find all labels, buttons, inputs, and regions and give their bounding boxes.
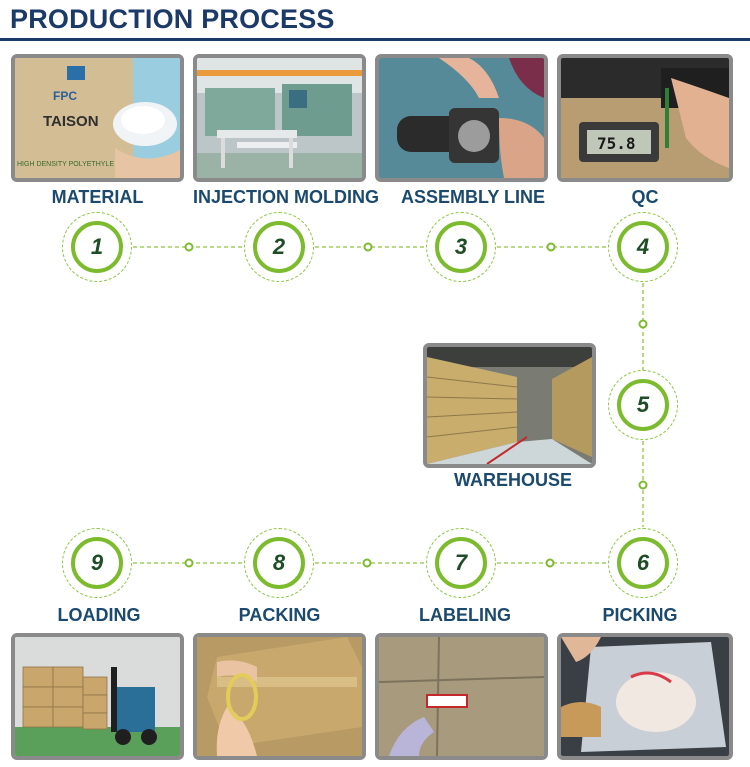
step-7-number: 7 xyxy=(435,537,487,589)
step-8-label: PACKING xyxy=(193,605,366,626)
step-7-marker: 7 xyxy=(426,528,496,598)
title-underline xyxy=(0,38,750,41)
connector-dot xyxy=(548,244,555,251)
step-4-number: 4 xyxy=(617,221,669,273)
connector-dot xyxy=(186,244,193,251)
connector-dot xyxy=(547,560,554,567)
connector-dot xyxy=(640,482,647,489)
step-5-label: WAREHOUSE xyxy=(423,470,603,491)
step-2-number: 2 xyxy=(253,221,305,273)
step-1-label: MATERIAL xyxy=(11,187,184,208)
material-name-text: TAISON xyxy=(43,113,99,130)
step-7-label: LABELING xyxy=(375,605,555,626)
step-9-number: 9 xyxy=(71,537,123,589)
connector-dot xyxy=(186,560,193,567)
assembly-line-photo xyxy=(375,54,548,182)
connector-dot xyxy=(365,244,372,251)
qc-reading-text: 75.8 xyxy=(597,134,636,153)
connector-dot xyxy=(364,560,371,567)
step-8-marker: 8 xyxy=(244,528,314,598)
material-desc-text: HIGH DENSITY POLYETHYLE xyxy=(17,161,114,168)
step-6-marker: 6 xyxy=(608,528,678,598)
step-8-number: 8 xyxy=(253,537,305,589)
connector-dot xyxy=(640,321,647,328)
material-brand-text: FPC xyxy=(53,89,77,103)
step-9-marker: 9 xyxy=(62,528,132,598)
step-1-number: 1 xyxy=(71,221,123,273)
step-3-label: ASSEMBLY LINE xyxy=(375,187,571,208)
step-4-label: QC xyxy=(557,187,733,208)
step-2-label: INJECTION MOLDING xyxy=(186,187,386,208)
loading-photo xyxy=(11,633,184,760)
step-6-label: PICKING xyxy=(557,605,723,626)
packing-photo xyxy=(193,633,366,760)
step-6-number: 6 xyxy=(617,537,669,589)
step-3-marker: 3 xyxy=(426,212,496,282)
step-5-number: 5 xyxy=(617,379,669,431)
qc-photo: 75.8 xyxy=(557,54,733,182)
step-1-marker: 1 xyxy=(62,212,132,282)
step-2-marker: 2 xyxy=(244,212,314,282)
labeling-photo xyxy=(375,633,548,760)
warehouse-photo xyxy=(423,343,596,468)
injection-molding-photo xyxy=(193,54,366,182)
step-4-marker: 4 xyxy=(608,212,678,282)
material-photo: FPC TAISON HIGH DENSITY POLYETHYLE xyxy=(11,54,184,182)
step-9-label: LOADING xyxy=(11,605,187,626)
page-title: PRODUCTION PROCESS xyxy=(10,4,335,35)
step-5-marker: 5 xyxy=(608,370,678,440)
step-3-number: 3 xyxy=(435,221,487,273)
picking-photo xyxy=(557,633,733,760)
